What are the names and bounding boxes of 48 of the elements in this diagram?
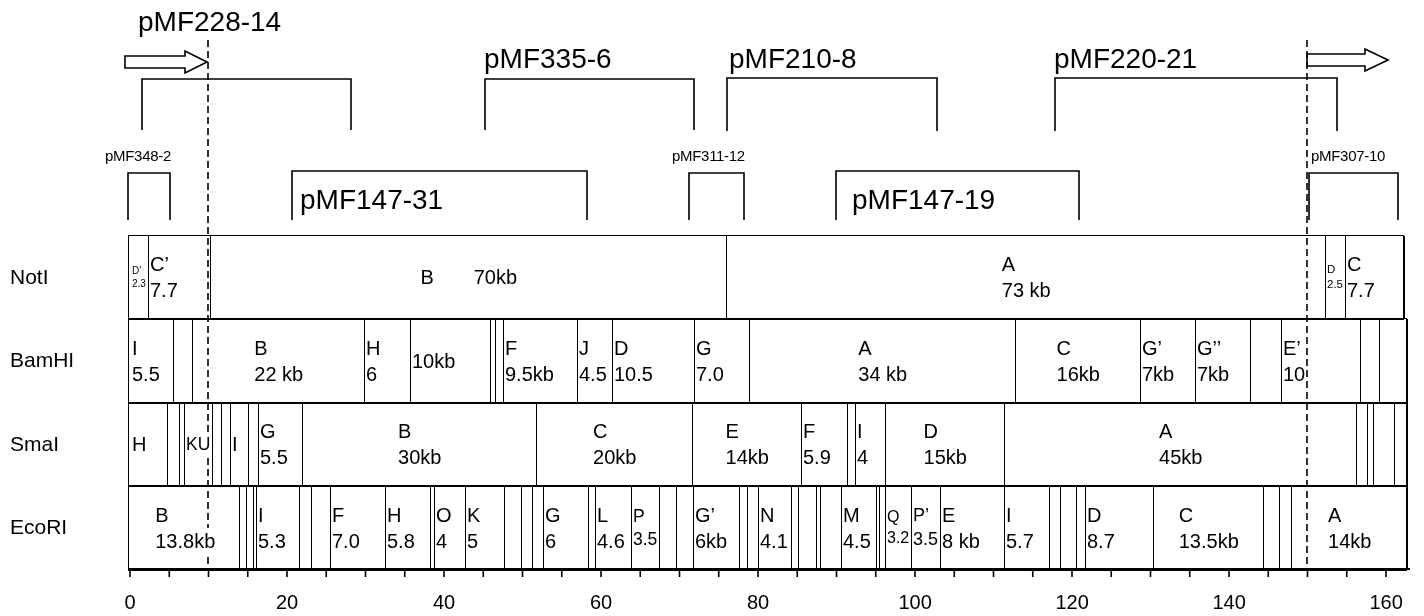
restriction-fragment [939,486,1005,570]
restriction-fragment [757,486,792,570]
axis-tick-label: 80 [747,592,770,612]
axis-tick-label: 0 [124,592,136,612]
clone-label: pMF335-6 [484,45,612,73]
restriction-fragment [910,486,941,570]
clone-label: pMF220-21 [1054,45,1198,73]
axis-tick-label: 160 [1369,592,1403,612]
restriction-map-bar [128,235,1404,320]
restriction-fragment [594,486,632,570]
clone-label: pMF311-12 [672,148,745,163]
restriction-map-bar [128,318,1407,404]
axis-tick-label: 40 [433,592,456,612]
restriction-map-bar [128,402,1407,487]
clone-label: pMF210-8 [729,45,857,73]
enzyme-label: SmaI [10,432,59,454]
restriction-fragment [854,403,886,486]
restriction-fragment [129,319,174,403]
restriction-fragment [384,486,431,570]
restriction-fragment [884,486,912,570]
restriction-map-bar [128,485,1407,571]
axis-tick-label: 60 [590,592,613,612]
axis-tick-label: 140 [1212,592,1246,612]
clone-label: pMF147-31 [300,186,444,214]
fragment-size: 13.8kb [155,527,216,554]
restriction-fragment [630,486,660,570]
restriction-fragment [840,486,877,570]
restriction-fragment [1003,486,1050,570]
axis-tick-label: 120 [1055,592,1089,612]
restriction-fragment [433,486,466,570]
restriction-fragment [1084,486,1154,570]
enzyme-label: EcoRI [10,516,68,537]
axis-tick-label: 20 [276,592,299,612]
clone-label: pMF307-10 [1311,148,1385,163]
clone-label: pMF147-19 [852,186,996,214]
axis-tick-label: 100 [898,592,932,612]
restriction-fragment [257,403,303,486]
clone-label: pMF348-2 [105,148,171,163]
enzyme-label: NotI [10,265,49,287]
restriction-fragment [464,486,505,570]
restriction-fragment [129,236,149,319]
enzyme-label: BamHI [10,349,75,370]
restriction-fragment [576,319,613,403]
restriction-fragment [800,403,848,486]
restriction-fragment [255,486,300,570]
restriction-fragment [1324,236,1346,319]
restriction-fragment [502,319,578,403]
clone-label: pMF228-14 [138,8,282,36]
